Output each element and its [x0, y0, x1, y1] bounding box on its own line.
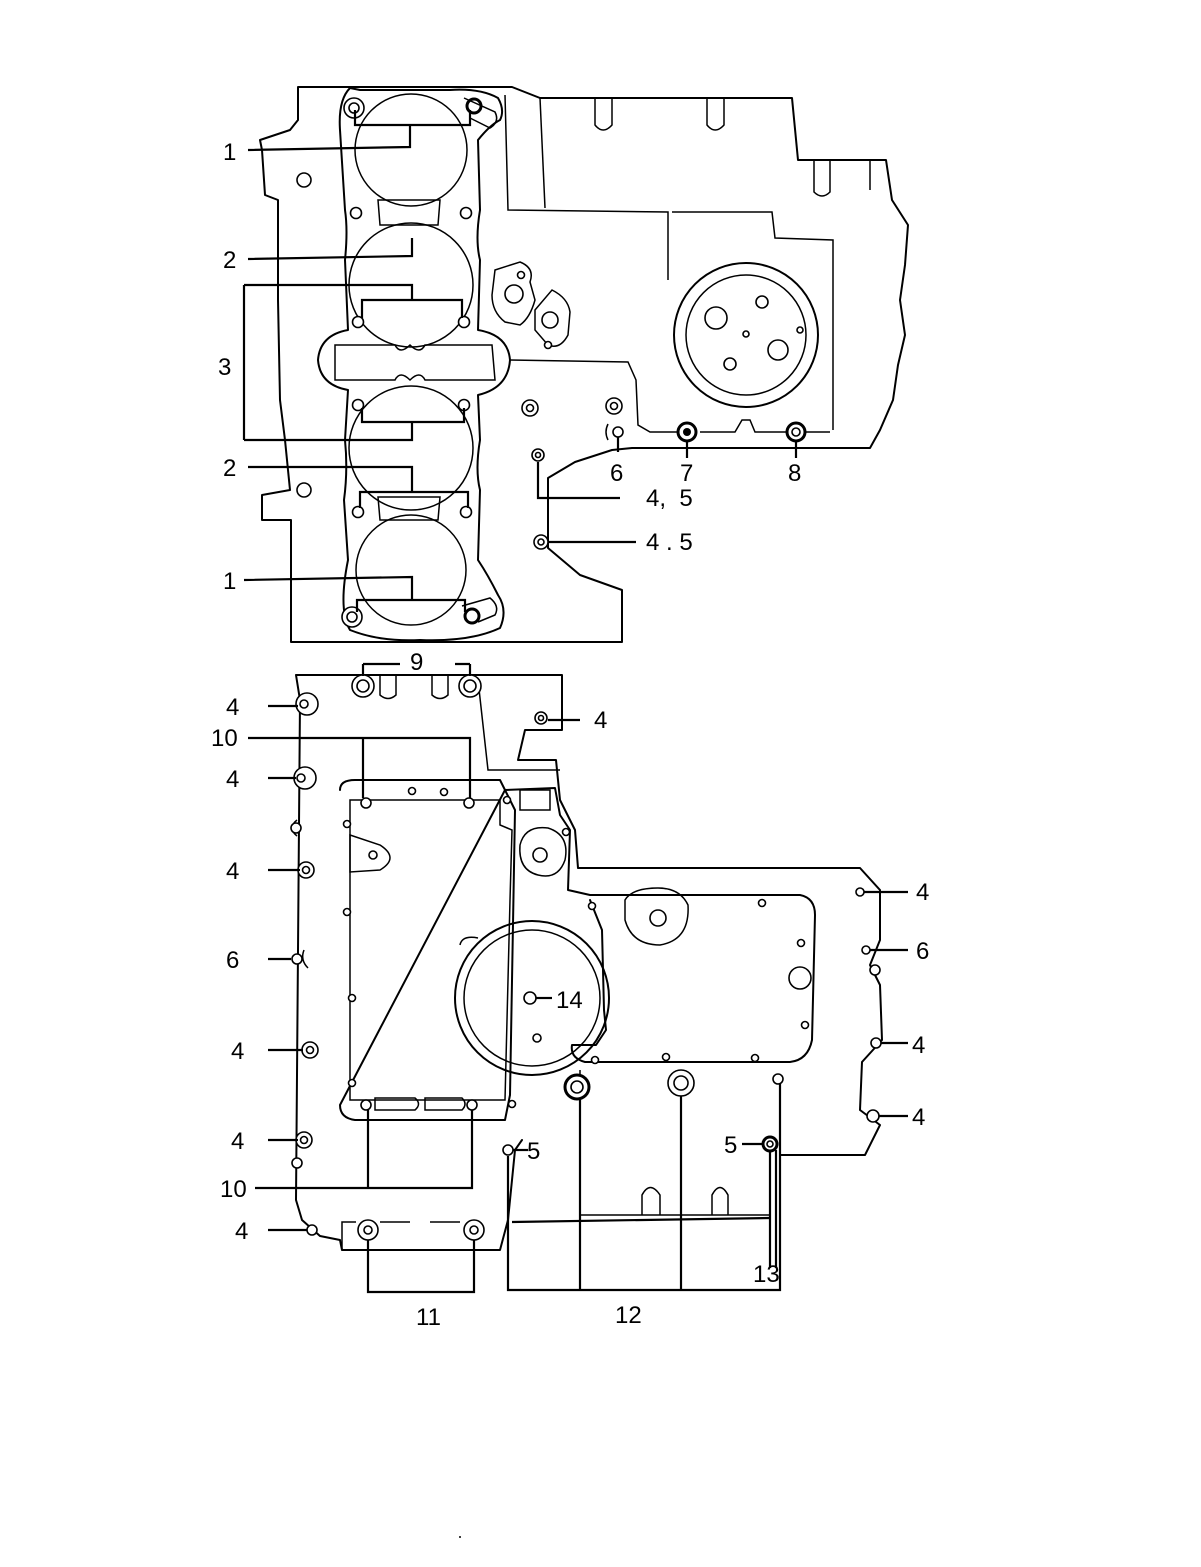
bore-4	[355, 514, 467, 626]
callout-4-right-3: 4	[912, 1032, 925, 1059]
bore-1	[354, 93, 468, 207]
callout-2-lower: 2	[223, 455, 236, 482]
callout-4-left-6: 4	[235, 1218, 248, 1245]
callout-7: 7	[680, 460, 693, 487]
callout-4-right-1: 4	[594, 707, 607, 734]
bottom-view-crankcase	[248, 662, 908, 1294]
callout-4-left-4: 4	[231, 1038, 244, 1065]
callout-3: 3	[218, 354, 231, 381]
callout-2-upper: 2	[223, 247, 236, 274]
callout-4-right-4: 4	[912, 1104, 925, 1131]
callout-4-5-lower: 4 . 5	[646, 529, 693, 556]
crankcase-outline	[295, 674, 883, 1251]
scan-speck	[459, 1536, 461, 1538]
callout-5-mid: 5	[527, 1138, 540, 1165]
callout-4-right-2: 4	[916, 879, 929, 906]
top-view-cylinder-block	[242, 86, 909, 643]
callout-14: 14	[556, 987, 583, 1014]
large-round-gasket	[454, 920, 610, 1076]
callout-12: 12	[615, 1302, 642, 1329]
callout-6-top: 6	[610, 460, 623, 487]
callout-11: 11	[416, 1304, 441, 1331]
oil-pan-gasket	[339, 779, 816, 1121]
callout-5-right: 5	[724, 1132, 737, 1159]
callout-4-left-3: 4	[226, 858, 239, 885]
callout-13: 13	[753, 1261, 780, 1288]
callout-10-upper: 10	[211, 725, 238, 752]
callout-8: 8	[788, 460, 801, 487]
callout-4-5-upper: 4, 5	[646, 485, 693, 512]
block-outline	[259, 86, 909, 643]
round-cover-gasket	[673, 262, 819, 408]
callout-6-left: 6	[226, 947, 239, 974]
head-gasket-outline	[317, 87, 511, 642]
callouts: 1 2 3 2 1 6 7 8 4, 5 4 . 5 9 4 4 10 4 4 …	[211, 139, 929, 1331]
callout-1-bottom: 1	[223, 568, 236, 595]
callout-1-top: 1	[223, 139, 236, 166]
callout-4-left-2: 4	[226, 766, 239, 793]
callout-4-left-5: 4	[231, 1128, 244, 1155]
callout-4-left-1: 4	[226, 694, 239, 721]
callout-10-lower: 10	[220, 1176, 247, 1203]
callout-6-right: 6	[916, 938, 929, 965]
bore-3	[348, 385, 474, 511]
callout-9: 9	[410, 649, 423, 676]
